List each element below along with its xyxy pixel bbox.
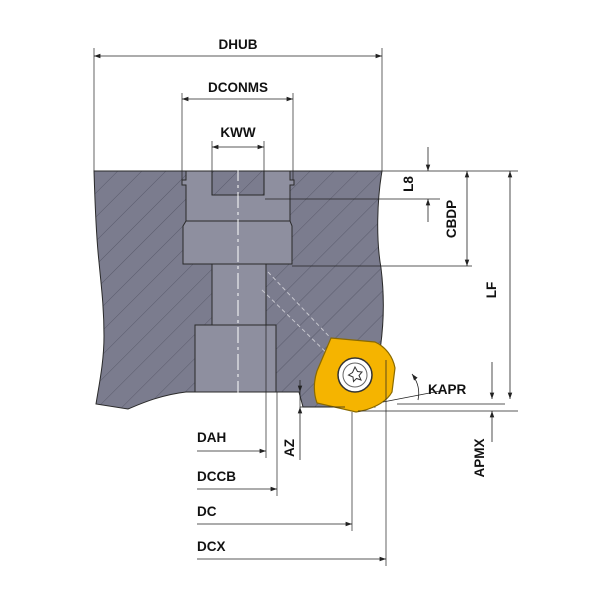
- label-l8: L8: [401, 176, 416, 192]
- dim-lf: LF: [358, 170, 518, 412]
- label-dcx: DCX: [197, 539, 226, 554]
- dim-l8: L8: [265, 147, 440, 222]
- label-dconms: DCONMS: [208, 80, 268, 95]
- label-lf: LF: [484, 282, 499, 299]
- dim-apmx: APMX: [397, 362, 505, 478]
- dim-dhub: DHUB: [93, 37, 383, 171]
- dim-cbdp: CBDP: [292, 171, 472, 267]
- label-kapr: KAPR: [428, 382, 467, 397]
- dim-dconms: DCONMS: [181, 80, 294, 180]
- label-apmx: APMX: [472, 438, 487, 477]
- label-az: AZ: [282, 439, 297, 457]
- torx-icon: [347, 365, 363, 383]
- label-dhub: DHUB: [219, 37, 258, 52]
- dim-az: AZ: [282, 380, 345, 460]
- insert: [313, 337, 396, 413]
- label-kww: KWW: [220, 125, 255, 140]
- label-cbdp: CBDP: [444, 200, 459, 238]
- coolant-channel: [261, 271, 343, 361]
- label-dccb: DCCB: [197, 469, 236, 484]
- dim-dah: DAH: [197, 325, 267, 458]
- dim-kapr: KAPR: [382, 373, 467, 403]
- label-dah: DAH: [197, 430, 226, 445]
- dim-dcx: DCX: [197, 360, 387, 566]
- dim-dccb: DCCB: [197, 392, 278, 496]
- label-dc: DC: [197, 504, 217, 519]
- dim-dc: DC: [197, 412, 353, 531]
- dim-kww: KWW: [211, 125, 265, 195]
